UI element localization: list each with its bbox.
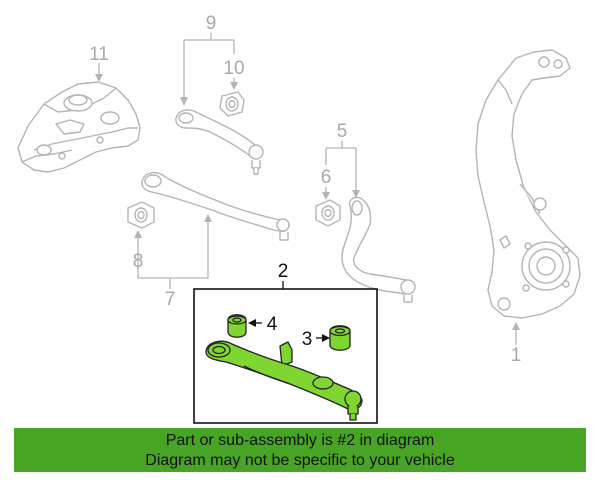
- bracket-5: [325, 141, 357, 192]
- arrow-6: [322, 192, 330, 200]
- arrow-10: [230, 82, 238, 90]
- bushing-part-4[interactable]: [227, 314, 247, 338]
- arrow-3: [322, 334, 330, 342]
- arrow-5: [352, 190, 360, 198]
- bushing-part-8: [127, 201, 155, 229]
- arrow-8: [134, 230, 142, 238]
- arrow-7: [204, 214, 212, 222]
- banner-line-2: Diagram may not be specific to your vehi…: [145, 452, 455, 469]
- callout-2: 2: [278, 261, 289, 282]
- callout-8: 8: [133, 251, 144, 272]
- lower-arm-part-2[interactable]: [205, 340, 363, 421]
- callout-11: 11: [89, 44, 109, 65]
- bushing-part-3[interactable]: [329, 325, 351, 351]
- subframe-part-11: [17, 81, 141, 173]
- arrow-11: [95, 74, 103, 82]
- bushing-part-10: [219, 91, 245, 117]
- callout-6: 6: [321, 167, 332, 188]
- callout-3: 3: [302, 329, 313, 350]
- tension-arm-part-7: [141, 171, 290, 241]
- knuckle-part-1: [475, 49, 581, 319]
- bushing-part-6: [315, 199, 341, 227]
- callout-10: 10: [223, 58, 244, 79]
- callout-1: 1: [511, 345, 522, 366]
- control-arm-part-5: [341, 196, 416, 303]
- upper-arm-part-9: [175, 109, 264, 175]
- callout-5: 5: [337, 121, 348, 142]
- banner-line-1: Part or sub-assembly is #2 in diagram: [165, 432, 435, 449]
- callout-7: 7: [165, 289, 176, 310]
- info-banner: Part or sub-assembly is #2 in diagram Di…: [14, 428, 586, 472]
- callout-9: 9: [206, 13, 217, 34]
- arrow-1: [512, 322, 520, 330]
- bracket-9: [183, 33, 235, 100]
- bracket-7: [137, 218, 209, 289]
- arrow-9: [180, 97, 188, 106]
- arrow-4: [248, 319, 256, 327]
- callout-4: 4: [267, 314, 278, 335]
